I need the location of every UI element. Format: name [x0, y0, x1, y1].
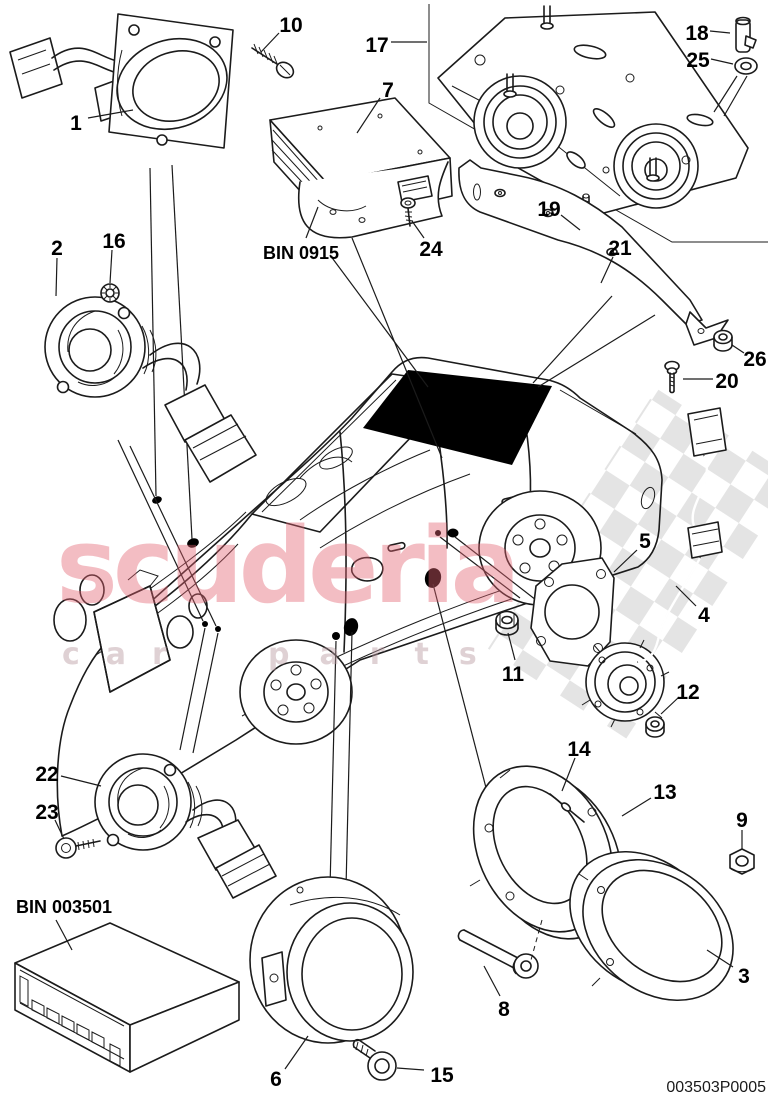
callout-label-8: 8 — [498, 998, 510, 1021]
callout-label-4: 4 — [698, 604, 710, 627]
callout-label-16: 16 — [102, 230, 125, 253]
leader-line-12 — [660, 696, 680, 715]
leader-line-25 — [710, 58, 734, 65]
part-12-speaker-drawing — [581, 639, 670, 738]
leader-line-3 — [706, 949, 734, 968]
bin-003501-label: BIN 003501 — [16, 897, 112, 917]
bin-003501-head-unit-drawing — [14, 922, 240, 1073]
leader-line-18 — [709, 30, 731, 34]
leader-line-14 — [561, 757, 576, 792]
part-16-clip-drawing — [100, 283, 120, 303]
callout-label-7: 7 — [382, 79, 394, 102]
callout-label-11: 11 — [502, 663, 525, 686]
callout-label-9: 9 — [736, 809, 748, 832]
leader-line-22 — [60, 775, 102, 787]
watermark: scuderia car parts — [56, 505, 521, 672]
callout-label-1: 1 — [70, 112, 82, 135]
leader-line-21 — [600, 256, 614, 284]
part-22-speaker-drawing — [94, 753, 277, 899]
sunroof-panel — [363, 370, 552, 465]
leader-line-24 — [411, 220, 425, 239]
part-26-nut-drawing — [713, 329, 733, 352]
part-4-harness-drawing — [637, 407, 727, 664]
leader-line-26 — [731, 344, 745, 354]
part-2-speaker-drawing — [44, 296, 257, 483]
leader-line-7 — [356, 97, 381, 134]
leader-line-16 — [109, 249, 113, 284]
callout-label-21: 21 — [608, 237, 632, 260]
part-10-screw-drawing — [251, 43, 295, 79]
callout-label-22: 22 — [35, 763, 58, 786]
callout-label-12: 12 — [676, 681, 699, 704]
callout-label-26: 26 — [743, 348, 766, 371]
part-20-screw-drawing — [664, 360, 680, 394]
part-23-screw-drawing — [55, 837, 101, 859]
callout-label-18: 18 — [685, 22, 709, 45]
callout-label-15: 15 — [430, 1064, 454, 1087]
part-17-subwoofer-plate-drawing — [428, 4, 768, 243]
leader-line-8 — [483, 965, 501, 997]
part-11-nut-drawing — [495, 610, 519, 636]
callout-label-3: 3 — [738, 965, 750, 988]
part-6-speaker-drawing — [249, 876, 414, 1044]
part-14-pin-drawing — [549, 793, 585, 823]
leader-line-2 — [55, 257, 58, 297]
callout-label-24: 24 — [419, 238, 443, 261]
callout-label-25: 25 — [686, 49, 710, 72]
part-21-bracket-drawing — [458, 159, 729, 346]
leader-line-11 — [507, 632, 516, 661]
part-8-rod-drawing — [457, 929, 539, 979]
callout-label-6: 6 — [270, 1068, 282, 1091]
leader-line-13 — [621, 797, 652, 817]
speaker-position-dots — [152, 496, 459, 640]
part-18-pin-drawing — [735, 16, 757, 53]
leader-line-4 — [675, 585, 697, 607]
callout-label-19: 19 — [537, 198, 560, 221]
part-24-screw-drawing — [400, 197, 416, 227]
callout-layer: 1234567891011121314151617181920212223242… — [35, 14, 766, 1091]
callout-label-5: 5 — [639, 530, 651, 553]
callout-label-23: 23 — [35, 801, 58, 824]
callout-label-10: 10 — [279, 14, 302, 37]
leader-line-5 — [613, 549, 638, 573]
leader-line-10 — [260, 32, 280, 53]
bin-labels: BIN 0915 BIN 003501 — [16, 206, 339, 951]
leader-line-6 — [284, 1035, 309, 1070]
bin-0915-label: BIN 0915 — [263, 243, 339, 263]
watermark-subtitle-left: car — [62, 637, 193, 672]
part-1-speaker-drawing — [9, 13, 234, 149]
part-3-speaker-drawing — [569, 850, 734, 1002]
part-7-amplifier-drawing — [269, 97, 453, 239]
part-9-nut-drawing — [729, 848, 755, 875]
callout-label-2: 2 — [51, 237, 63, 260]
watermark-title: scuderia — [56, 505, 516, 627]
drawing-number: 003503P0005 — [666, 1079, 766, 1096]
callout-label-13: 13 — [653, 781, 676, 804]
leader-line-23 — [54, 819, 65, 840]
part-5-gasket-drawing — [530, 557, 615, 667]
leader-line-19 — [560, 214, 581, 231]
part-15-bolt-drawing — [352, 1038, 397, 1081]
leader-line-15 — [396, 1067, 425, 1071]
callout-label-14: 14 — [567, 738, 591, 761]
callout-label-17: 17 — [365, 34, 388, 57]
callout-label-20: 20 — [715, 370, 738, 393]
watermark-subtitle-right: parts — [268, 637, 507, 672]
part-25-washer-drawing — [713, 57, 758, 117]
leader-line-1 — [87, 109, 134, 119]
